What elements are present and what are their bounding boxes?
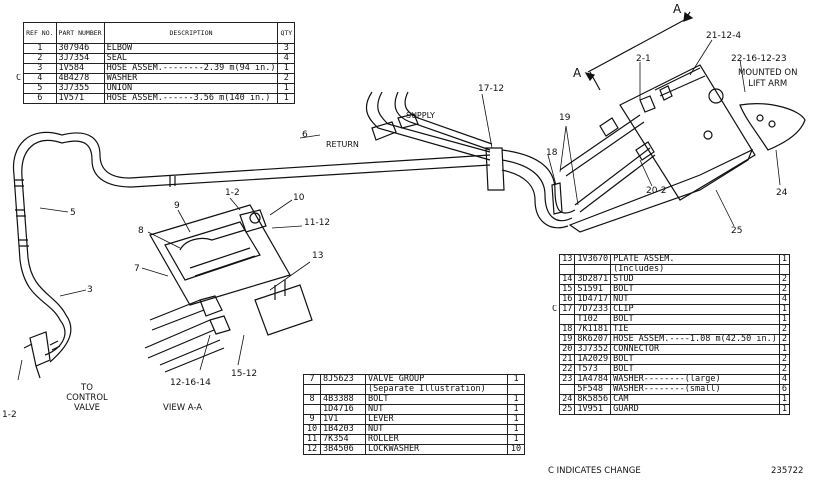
guard-25: [568, 148, 754, 233]
callout-5: 5: [70, 208, 76, 218]
header-ref: REF NO.: [23, 22, 57, 44]
plate-bottom: [254, 284, 313, 336]
drawing-number: 235722: [771, 466, 804, 476]
callout-6: 6: [302, 130, 308, 140]
header-qty: QTY: [277, 22, 296, 44]
callout-24: 24: [776, 188, 788, 198]
callout-20-2: 20-2: [646, 186, 667, 196]
to-line-1: TO: [81, 383, 93, 393]
header-desc: DESCRIPTION: [103, 22, 279, 44]
change-note: C INDICATES CHANGE: [548, 466, 641, 476]
callout-13: 13: [312, 251, 324, 261]
hose-3-outer: [12, 131, 66, 356]
hose-3-inner: [21, 139, 72, 363]
to-line-3: VALVE: [73, 403, 101, 413]
callout-9: 9: [174, 201, 180, 211]
table-row: (Separate Illustration): [303, 384, 525, 395]
callout-18: 18: [546, 148, 558, 158]
callout-1-2-left: 1-2: [2, 410, 17, 420]
header-part: PART NUMBER: [55, 22, 105, 44]
mounted-on-lift-arm-label: MOUNTED ON LIFT ARM: [738, 68, 797, 90]
fitting-bottom-left: [23, 331, 51, 379]
mounted-line-2: LIFT ARM: [748, 79, 788, 89]
table-row: (Includes): [550, 264, 790, 275]
change-col-header: [14, 23, 24, 44]
to-line-2: CONTROL: [66, 393, 108, 403]
callout-3: 3: [87, 285, 93, 295]
hose-19-a: [559, 114, 641, 171]
cam-24: [739, 103, 806, 151]
valve-group-7: [149, 204, 291, 306]
callout-10: 10: [293, 193, 305, 203]
callout-12-16-14: 12-16-14: [170, 378, 211, 388]
return-hose: [365, 91, 491, 161]
callout-22-16-12-23: 22-16-12-23: [731, 54, 787, 64]
supply-label: SUPPLY: [406, 111, 435, 120]
hose-6-upper: [61, 132, 491, 179]
return-label: RETURN: [326, 140, 359, 149]
callout-21-12-4: 21-12-4: [706, 31, 742, 41]
callout-17-12: 17-12: [478, 84, 505, 94]
hose-6-lower: [61, 140, 491, 188]
to-control-valve-label: TO CONTROL VALVE: [62, 383, 112, 413]
callout-7: 7: [134, 264, 140, 274]
callout-19: 19: [559, 113, 571, 123]
section-marker-a-top: A: [673, 2, 682, 16]
callout-25: 25: [731, 226, 743, 236]
view-a-a-label: VIEW A-A: [163, 403, 203, 413]
callout-2-1: 2-1: [636, 54, 651, 64]
mounted-line-1: MOUNTED ON: [738, 68, 798, 78]
callout-11-12: 11-12: [304, 218, 331, 228]
hose-19-b: [574, 147, 651, 206]
callout-8: 8: [138, 226, 144, 236]
callout-15-12: 15-12: [231, 369, 258, 379]
section-marker-a-left: A: [573, 66, 582, 80]
supply-hose: [394, 91, 491, 151]
callout-1-2-view: 1-2: [225, 188, 240, 198]
clip-17: [485, 147, 505, 191]
plate-13: [619, 64, 756, 201]
